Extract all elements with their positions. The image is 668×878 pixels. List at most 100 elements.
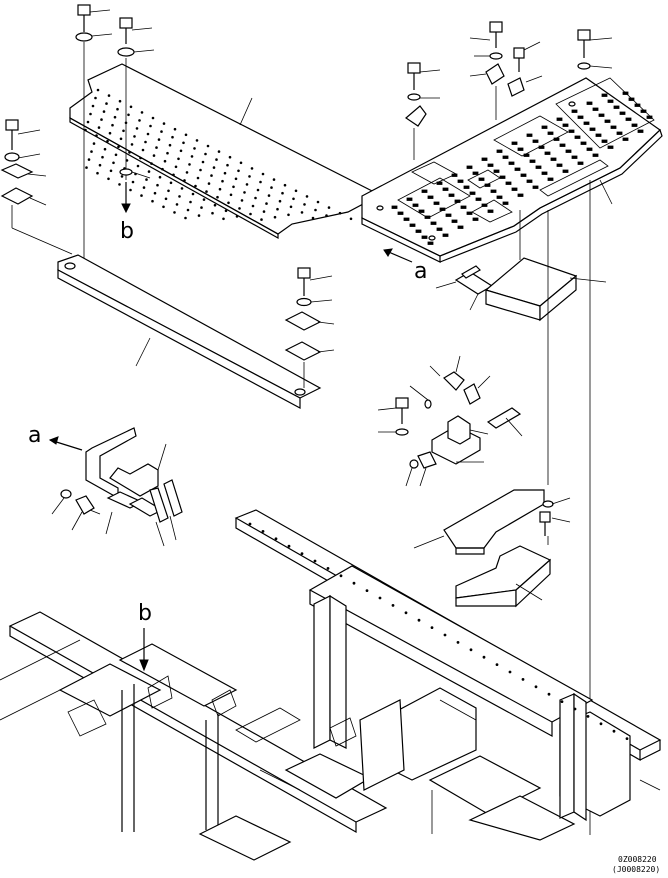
perforation-dot <box>96 171 99 175</box>
perforation-dot <box>221 179 224 183</box>
perforation-dot <box>136 164 140 168</box>
panel-slot <box>457 225 464 229</box>
panel-slot <box>526 179 533 183</box>
drawing-code-line1: 0Z008220 <box>618 855 657 864</box>
perforation-dot <box>138 119 141 122</box>
panel-slot <box>592 153 599 157</box>
perforation-dot <box>107 177 110 181</box>
perforation-dot <box>175 203 179 206</box>
panel-slot <box>613 105 620 109</box>
ref-label-b-bottom: b <box>138 601 152 626</box>
perforation-dot <box>162 205 165 209</box>
frame-hole <box>326 567 330 570</box>
panel-slot <box>508 161 515 165</box>
panel-slot <box>622 137 629 141</box>
right-floor-panel <box>361 77 663 263</box>
panel-slot <box>541 171 548 175</box>
frame-hole <box>547 692 551 696</box>
perforation-dot <box>141 148 145 152</box>
perforation-dot <box>135 127 139 130</box>
perforation-dot <box>197 214 201 217</box>
perforation-dot <box>191 192 195 196</box>
perforation-dot <box>182 141 185 145</box>
perforation-dot <box>226 163 229 167</box>
panel-slot <box>583 121 590 125</box>
frame-hole <box>586 715 590 718</box>
perforation-dot <box>210 174 213 177</box>
frame-hole <box>287 544 291 548</box>
perforation-dot <box>202 198 206 201</box>
frame-hole <box>469 648 473 652</box>
perforation-dot <box>96 88 100 92</box>
ref-arrow-b-bottom: b <box>138 601 152 672</box>
panel-slot <box>601 93 608 97</box>
perforation-dot <box>162 122 166 125</box>
perforation-dot <box>183 179 186 182</box>
perforation-dot <box>167 189 170 193</box>
frame-hole <box>378 596 382 600</box>
perforation-dot <box>168 143 172 147</box>
perforation-dot <box>131 180 135 184</box>
panel-slot <box>517 147 524 151</box>
perforation-dot <box>118 183 121 186</box>
frame-hole <box>625 737 629 740</box>
left-bolt-stack-3 <box>0 119 73 255</box>
panel-slot <box>499 175 506 179</box>
ref-label-a-top: a <box>414 259 427 284</box>
perforation-dot <box>186 208 190 212</box>
panel-slot <box>562 169 569 173</box>
panel-slot <box>466 165 473 169</box>
perforation-dot <box>195 139 199 142</box>
perforation-dot <box>142 186 146 189</box>
perforation-dot <box>155 146 158 149</box>
frame-hole <box>521 678 525 681</box>
left-channel-rail <box>57 254 322 410</box>
panel-slot <box>502 201 509 205</box>
frame-hole <box>599 722 603 726</box>
rail-bolt-stack <box>284 267 335 388</box>
perforation-dot <box>179 149 183 153</box>
panel-slot <box>415 229 422 233</box>
latch-assembly <box>377 355 523 487</box>
panel-slot <box>559 143 566 147</box>
frame-hole <box>508 670 512 674</box>
frame-hole <box>404 611 408 615</box>
frame-hole <box>248 522 252 526</box>
perforation-dot <box>112 161 115 165</box>
panel-slot <box>427 195 434 199</box>
perforation-dot <box>152 154 156 157</box>
perforation-dot <box>217 150 221 153</box>
perforation-dot <box>151 199 154 203</box>
panel-slot <box>430 221 437 225</box>
perforation-dot <box>129 188 132 192</box>
panel-slot <box>538 145 545 149</box>
perforation-dot <box>109 169 113 173</box>
ref-label-b-top: b <box>120 219 134 244</box>
panel-slot <box>553 137 560 141</box>
perforation-dot <box>245 183 249 186</box>
perforation-dot <box>349 217 353 221</box>
perforation-dot <box>111 123 114 127</box>
panel-slot <box>487 163 494 167</box>
perforation-dot <box>133 135 136 138</box>
perforation-dot <box>151 116 155 120</box>
panel-slot <box>616 131 623 135</box>
perforation-dot <box>249 212 252 216</box>
perforation-dot <box>223 171 227 175</box>
panel-slot <box>496 195 503 199</box>
panel-slot <box>634 103 641 107</box>
panel-slot <box>391 205 398 209</box>
panel-slot <box>562 123 569 127</box>
frame-hole <box>274 537 278 541</box>
panel-slot <box>586 101 593 105</box>
panel-slot <box>448 193 455 197</box>
perforation-dot <box>97 126 101 129</box>
perforation-dot <box>283 183 287 187</box>
perforation-dot <box>149 124 152 128</box>
perforation-dot <box>278 199 282 203</box>
perforation-dot <box>222 217 225 221</box>
perforation-dot <box>338 211 342 215</box>
perforation-dot <box>228 155 232 159</box>
panel-slot <box>466 211 473 215</box>
